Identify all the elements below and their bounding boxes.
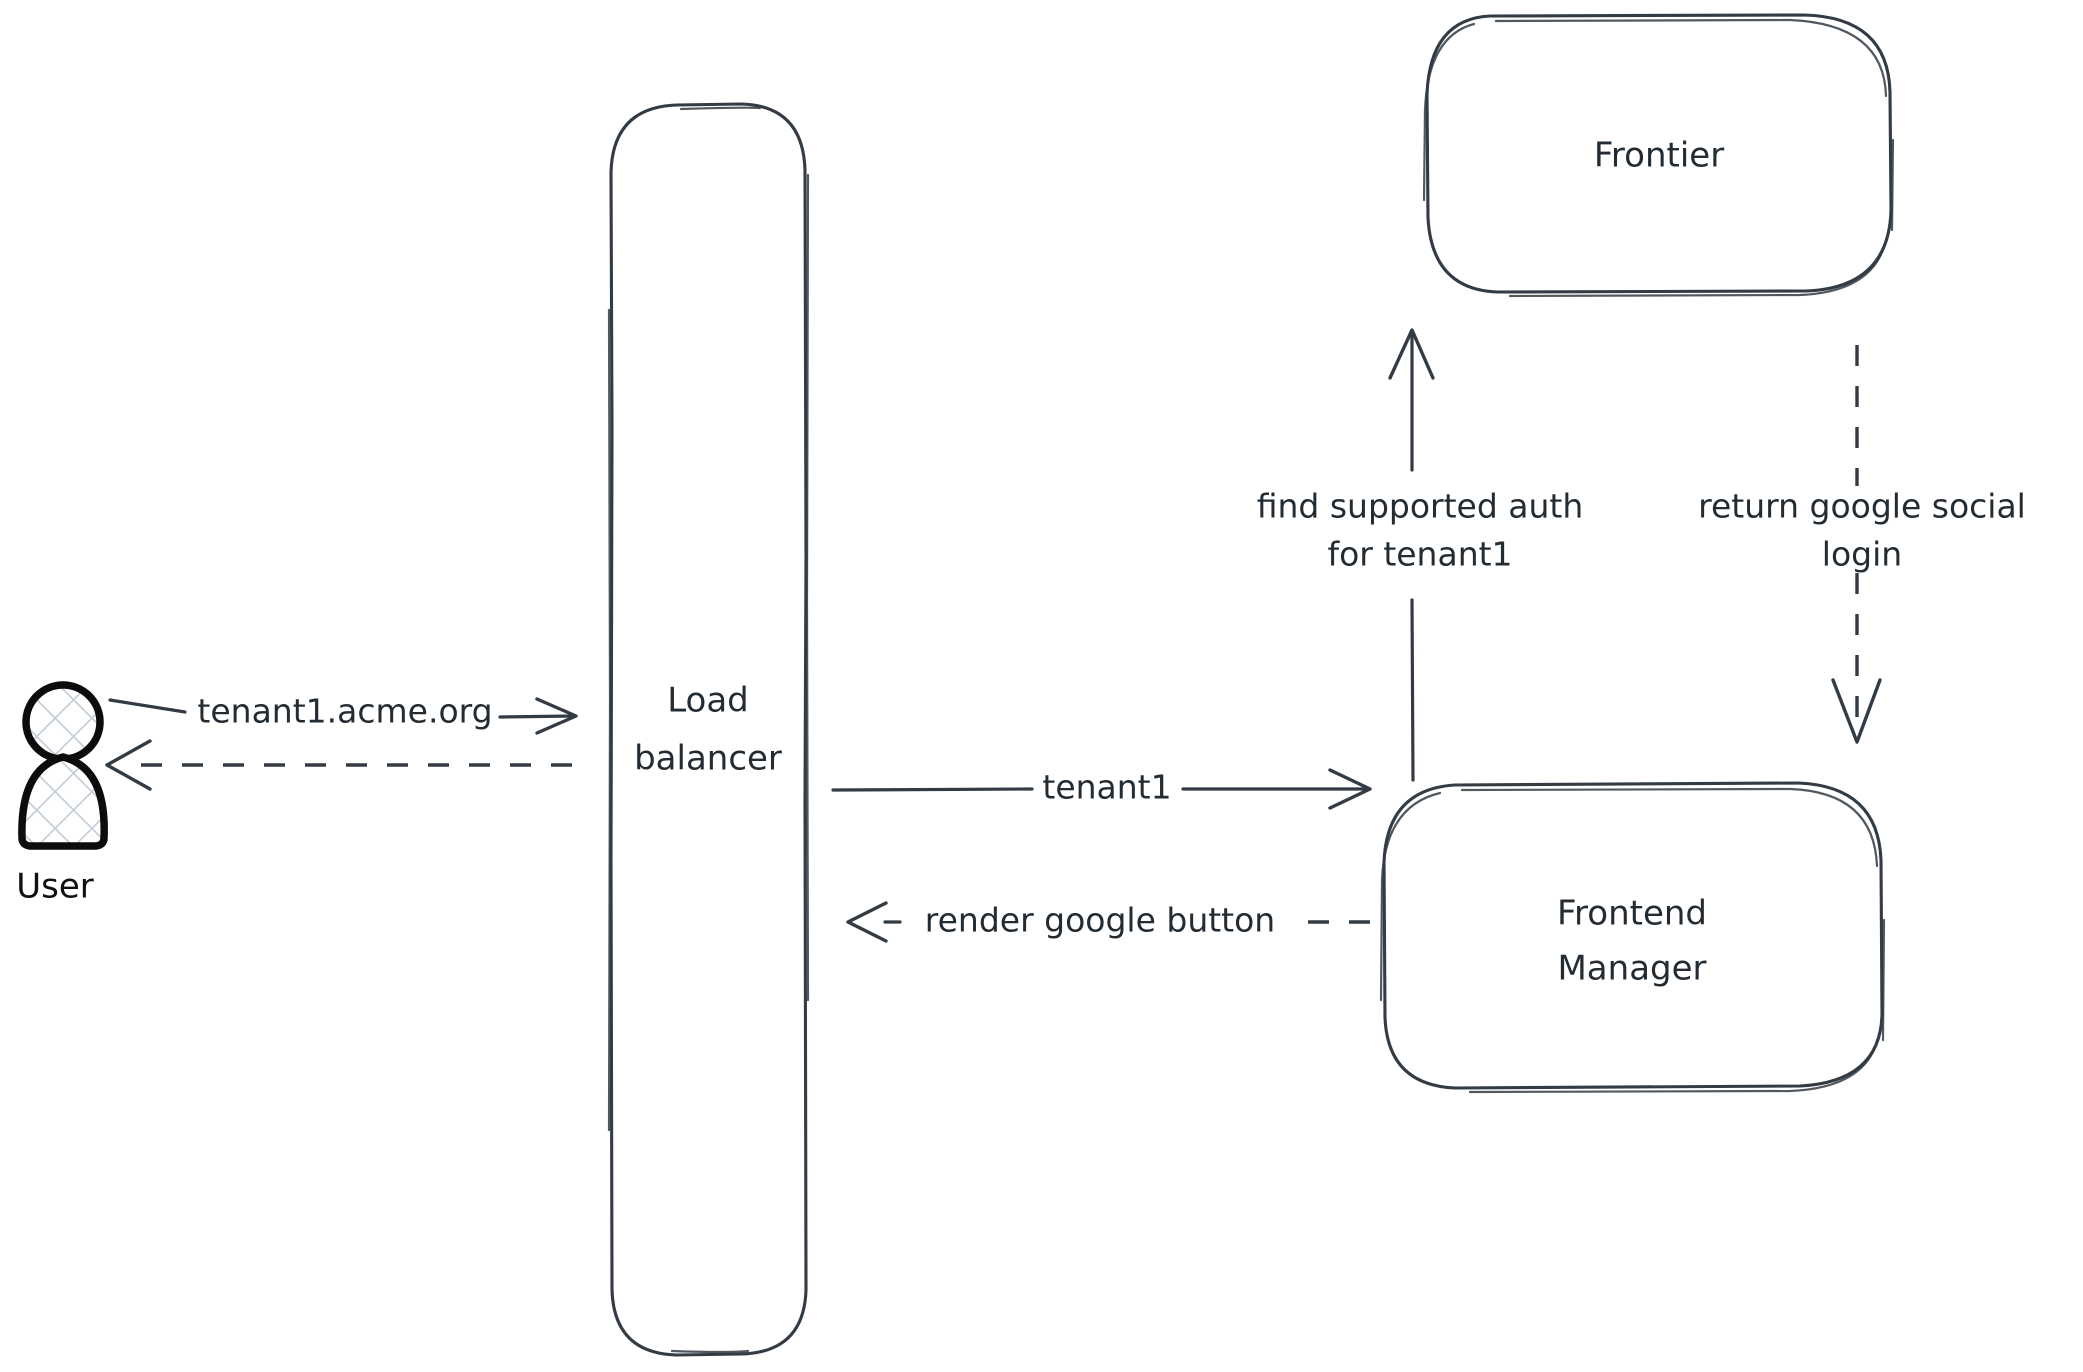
- user-body-icon: [18, 753, 108, 850]
- edge-label-tenant1-acme-org: tenant1.acme.org: [197, 692, 492, 731]
- node-frontier[interactable]: Frontier: [1422, 13, 1895, 298]
- load-balancer-label-line1: Load: [667, 681, 749, 721]
- frontier-label: Frontier: [1594, 136, 1724, 176]
- edge-label-tenant1: tenant1: [1042, 768, 1171, 807]
- user-head-icon: [22, 681, 104, 763]
- node-frontend-manager[interactable]: Frontend Manager: [1379, 781, 1886, 1094]
- user-label: User: [16, 867, 94, 907]
- edge-label-find-supported-auth-line1: find supported auth: [1257, 487, 1584, 526]
- edge-frontend-manager-to-frontier[interactable]: find supported auth for tenant1: [1257, 328, 1584, 782]
- edge-frontend-manager-to-load-balancer[interactable]: render google button: [846, 901, 1370, 943]
- edge-load-balancer-to-user[interactable]: [105, 739, 572, 791]
- actor-user[interactable]: User: [16, 681, 108, 907]
- edge-user-to-load-balancer[interactable]: tenant1.acme.org: [108, 692, 578, 735]
- edge-label-return-google-social-line1: return google social: [1698, 487, 2026, 526]
- frontend-manager-label-line2: Manager: [1557, 949, 1706, 989]
- load-balancer-label-line2: balancer: [634, 739, 782, 779]
- edge-label-render-google-button: render google button: [925, 901, 1275, 940]
- edge-label-find-supported-auth-line2: for tenant1: [1327, 535, 1512, 574]
- edge-frontier-to-frontend-manager[interactable]: return google social login: [1698, 345, 2026, 744]
- edge-load-balancer-to-frontend-manager[interactable]: tenant1: [831, 768, 1372, 810]
- node-load-balancer[interactable]: Load balancer: [607, 102, 810, 1357]
- edge-label-return-google-social-line2: login: [1822, 535, 1902, 574]
- frontend-manager-label-line1: Frontend: [1557, 894, 1707, 934]
